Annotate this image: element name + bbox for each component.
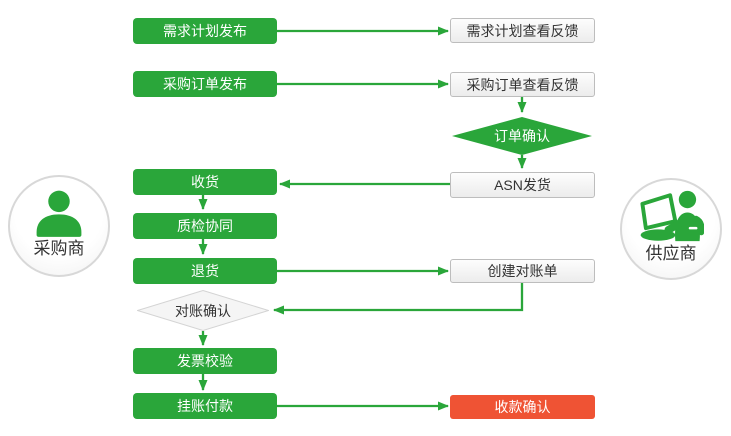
edge-statement-to-recon bbox=[273, 283, 524, 315]
buyer-person-icon bbox=[36, 190, 82, 237]
node-quality-check: 质检协同 bbox=[133, 213, 277, 239]
decision-diamond-shape bbox=[452, 117, 592, 155]
node-recon-confirm: 对账确认 bbox=[137, 290, 269, 331]
actor-supplier-label: 供应商 bbox=[645, 244, 697, 263]
node-demand-feedback: 需求计划查看反馈 bbox=[450, 18, 595, 43]
node-po-feedback: 采购订单查看反馈 bbox=[450, 72, 595, 97]
node-receipt-confirm: 收款确认 bbox=[450, 395, 595, 419]
node-return-goods: 退货 bbox=[133, 258, 277, 284]
node-order-confirm-label: 订单确认 bbox=[494, 128, 550, 144]
actor-buyer-label: 采购商 bbox=[33, 239, 85, 258]
node-receive: 收货 bbox=[133, 169, 277, 195]
decision-diamond-shape bbox=[137, 290, 269, 331]
node-demand-publish: 需求计划发布 bbox=[133, 18, 277, 44]
node-asn-ship: ASN发货 bbox=[450, 172, 595, 198]
node-po-publish: 采购订单发布 bbox=[133, 71, 277, 97]
node-invoice-check: 发票校验 bbox=[133, 348, 277, 374]
node-recon-confirm-label: 对账确认 bbox=[175, 302, 231, 319]
node-order-confirm: 订单确认 bbox=[452, 117, 592, 155]
node-payment: 挂账付款 bbox=[133, 393, 277, 419]
actor-supplier-circle: 供应商 bbox=[620, 178, 722, 280]
actor-buyer-circle: 采购商 bbox=[8, 175, 110, 277]
node-create-statement: 创建对账单 bbox=[450, 259, 595, 283]
supplier-laptop-person-icon bbox=[640, 190, 704, 242]
